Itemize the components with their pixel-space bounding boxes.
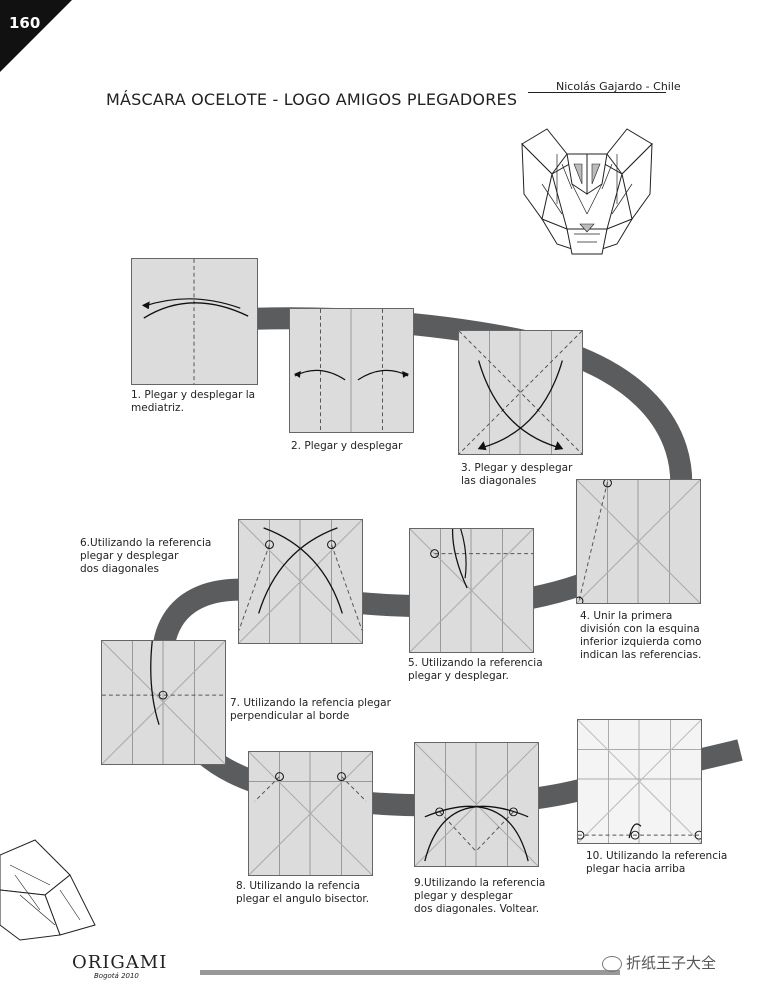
footer-brand: ORIGAMI [72, 952, 168, 973]
step-5-diagram [409, 528, 534, 653]
wechat-icon [602, 955, 622, 972]
step-6-caption: 6.Utilizando la referencia plegar y desp… [80, 537, 212, 575]
step-3-caption: 3. Plegar y desplegar las diagonales [461, 462, 573, 487]
ocelot-mask-model [521, 128, 653, 255]
footer-bar [200, 970, 620, 975]
step-1-caption: 1. Plegar y desplegar la mediatriz. [131, 389, 256, 414]
step-4-diagram [576, 479, 701, 604]
step-2-caption: 2. Plegar y desplegar [291, 440, 403, 452]
step-9-diagram [414, 742, 539, 867]
step-2-diagram [289, 308, 414, 433]
step-8-caption: 8. Utilizando la refencia plegar el angu… [236, 880, 370, 905]
page-title: MÁSCARA OCELOTE - LOGO AMIGOS PLEGADORES [106, 90, 518, 109]
page-corner-tab [0, 0, 72, 72]
step-8-diagram [248, 751, 373, 876]
footer-subtitle: Bogotá 2010 [94, 972, 139, 980]
flower-model [0, 839, 96, 941]
step-9-caption: 9.Utilizando la referencia plegar y desp… [414, 877, 546, 915]
step-7-caption: 7. Utilizando la refencia plegar perpend… [230, 697, 391, 722]
step-10-diagram [577, 719, 702, 844]
author-underline [528, 92, 666, 93]
step-4-caption: 4. Unir la primera división con la esqui… [580, 610, 702, 661]
step-6-diagram [238, 519, 363, 644]
step-7-diagram [101, 640, 226, 765]
page-number: 160 [9, 14, 41, 32]
author: Nicolás Gajardo - Chile [556, 80, 681, 93]
watermark-text: 折纸王子大全 [626, 954, 717, 972]
step-10-caption: 10. Utilizando la referencia plegar haci… [586, 850, 728, 875]
step-1-diagram [131, 258, 258, 385]
watermark: 折纸王子大全 [602, 952, 716, 973]
step-5-caption: 5. Utilizando la referencia plegar y des… [408, 657, 543, 682]
step-3-diagram [458, 330, 583, 455]
